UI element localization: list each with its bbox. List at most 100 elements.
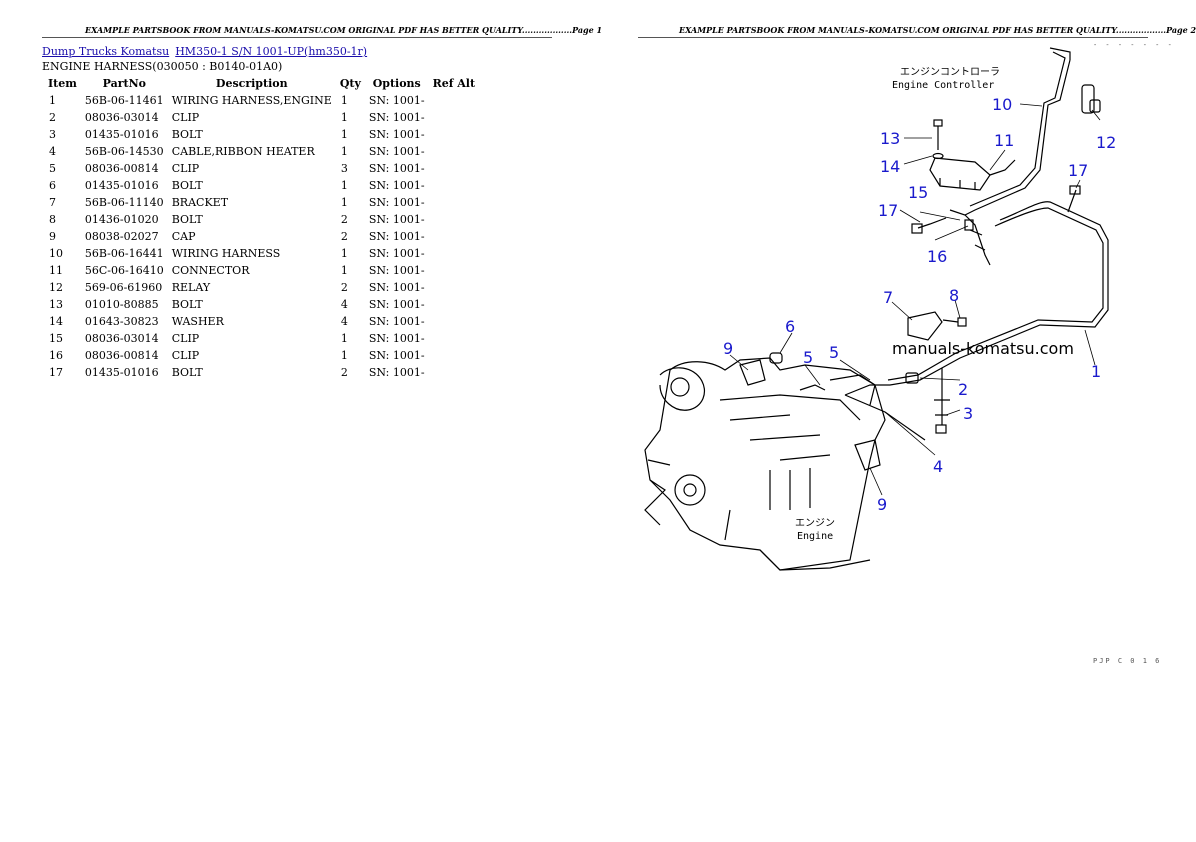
cell-options: SN: 1001- <box>368 247 425 260</box>
cell-qty: 2 <box>340 281 348 294</box>
cell-options: SN: 1001- <box>368 366 425 379</box>
cell-item: 14 <box>49 315 63 328</box>
cell-partno: 56B-06-14530 <box>84 145 164 158</box>
cell-qty: 1 <box>340 111 348 124</box>
callout-10: 10 <box>992 95 1012 114</box>
cell-partno: 56B-06-16441 <box>84 247 164 260</box>
cell-options: SN: 1001- <box>368 332 425 345</box>
parts-list-page: Dump Trucks Komatsu HM350-1 S/N 1001-UP(h… <box>42 45 602 381</box>
cell-partno: 08036-00814 <box>84 162 159 175</box>
callout-13: 13 <box>880 129 900 148</box>
cell-options: SN: 1001- <box>368 315 425 328</box>
cell-partno: 56B-06-11461 <box>84 94 164 107</box>
callout-17-right: 17 <box>1068 161 1088 180</box>
cell-refalt <box>429 296 480 313</box>
watermark-text: manuals-komatsu.com <box>892 339 1074 358</box>
cell-description: CONNECTOR <box>171 264 250 277</box>
cell-refalt <box>429 245 480 262</box>
cell-options: SN: 1001- <box>368 94 425 107</box>
breadcrumb-link-model[interactable]: HM350-1 S/N 1001-UP(hm350-1r) <box>175 45 368 58</box>
breadcrumb-link-dump-trucks[interactable]: Dump Trucks Komatsu <box>42 45 170 58</box>
header-refalt: Ref Alt <box>432 77 476 90</box>
callout-8: 8 <box>949 286 959 305</box>
cell-refalt <box>429 347 480 364</box>
cell-options: SN: 1001- <box>368 264 425 277</box>
cell-item: 17 <box>49 366 63 379</box>
cell-refalt <box>429 143 480 160</box>
cell-item: 16 <box>49 349 63 362</box>
cell-qty: 1 <box>340 94 348 107</box>
header-qty: Qty <box>339 77 361 90</box>
cell-description: CLIP <box>171 162 200 175</box>
cell-item: 1 <box>49 94 56 107</box>
cell-options: SN: 1001- <box>368 213 425 226</box>
cell-description: CLIP <box>171 111 200 124</box>
section-title: ENGINE HARNESS(030050 : B0140-01A0) <box>42 60 283 73</box>
controller-label-jp: エンジンコントローラ <box>900 66 1000 78</box>
cell-options: SN: 1001- <box>368 230 425 243</box>
cell-partno: 01435-01016 <box>84 366 159 379</box>
cell-description: WIRING HARNESS <box>171 247 281 260</box>
figure-code: PJP C 0 1 6 <box>1093 657 1162 665</box>
cell-refalt <box>429 313 480 330</box>
engine-label-jp: エンジン <box>795 518 835 529</box>
controller-label-en: Engine Controller <box>892 80 994 91</box>
callout-2: 2 <box>958 380 968 399</box>
cell-description: BOLT <box>171 179 203 192</box>
cell-item: 5 <box>49 162 56 175</box>
parts-table-header: Item PartNo Description Qty Options Ref … <box>44 75 479 92</box>
cell-description: BOLT <box>171 128 203 141</box>
cell-partno: 569-06-61960 <box>84 281 163 294</box>
cell-qty: 1 <box>340 247 348 260</box>
cell-qty: 1 <box>340 349 348 362</box>
callout-16: 16 <box>927 247 947 266</box>
cell-item: 11 <box>49 264 63 277</box>
cell-partno: 56C-06-16410 <box>84 264 164 277</box>
cell-refalt <box>429 211 480 228</box>
callout-12: 12 <box>1096 133 1116 152</box>
cell-options: SN: 1001- <box>368 298 425 311</box>
breadcrumb: Dump Trucks Komatsu HM350-1 S/N 1001-UP(h… <box>42 45 602 58</box>
cell-item: 2 <box>49 111 56 124</box>
callout-1: 1 <box>1091 362 1101 381</box>
cell-item: 13 <box>49 298 63 311</box>
leader-lines <box>729 103 1101 496</box>
cell-qty: 1 <box>340 179 348 192</box>
callout-15: 15 <box>908 183 928 202</box>
cell-qty: 2 <box>340 213 348 226</box>
cell-partno: 01435-01016 <box>84 179 159 192</box>
cell-qty: 1 <box>340 128 348 141</box>
figure-corner-mark: - - - - - - - <box>1093 41 1174 49</box>
cell-options: SN: 1001- <box>368 196 425 209</box>
cell-options: SN: 1001- <box>368 111 425 124</box>
engine-label-en: Engine <box>797 531 833 542</box>
header-options: Options <box>372 77 421 90</box>
cell-options: SN: 1001- <box>368 281 425 294</box>
callout-5-right: 5 <box>829 343 839 362</box>
cell-item: 7 <box>49 196 56 209</box>
cell-options: SN: 1001- <box>368 145 425 158</box>
cell-qty: 1 <box>340 332 348 345</box>
callout-4: 4 <box>933 457 943 476</box>
cell-refalt <box>429 279 480 296</box>
cell-item: 3 <box>49 128 56 141</box>
cell-partno: 56B-06-11140 <box>84 196 164 209</box>
cell-description: CLIP <box>171 332 200 345</box>
engine-harness-diagram: エンジンコントローラ Engine Controller エンジン Engine… <box>644 47 1116 571</box>
page1-header-rule <box>42 37 552 38</box>
cell-partno: 01436-01020 <box>84 213 159 226</box>
cell-options: SN: 1001- <box>368 128 425 141</box>
cell-item: 15 <box>49 332 63 345</box>
cell-item: 12 <box>49 281 63 294</box>
cell-item: 9 <box>49 230 56 243</box>
